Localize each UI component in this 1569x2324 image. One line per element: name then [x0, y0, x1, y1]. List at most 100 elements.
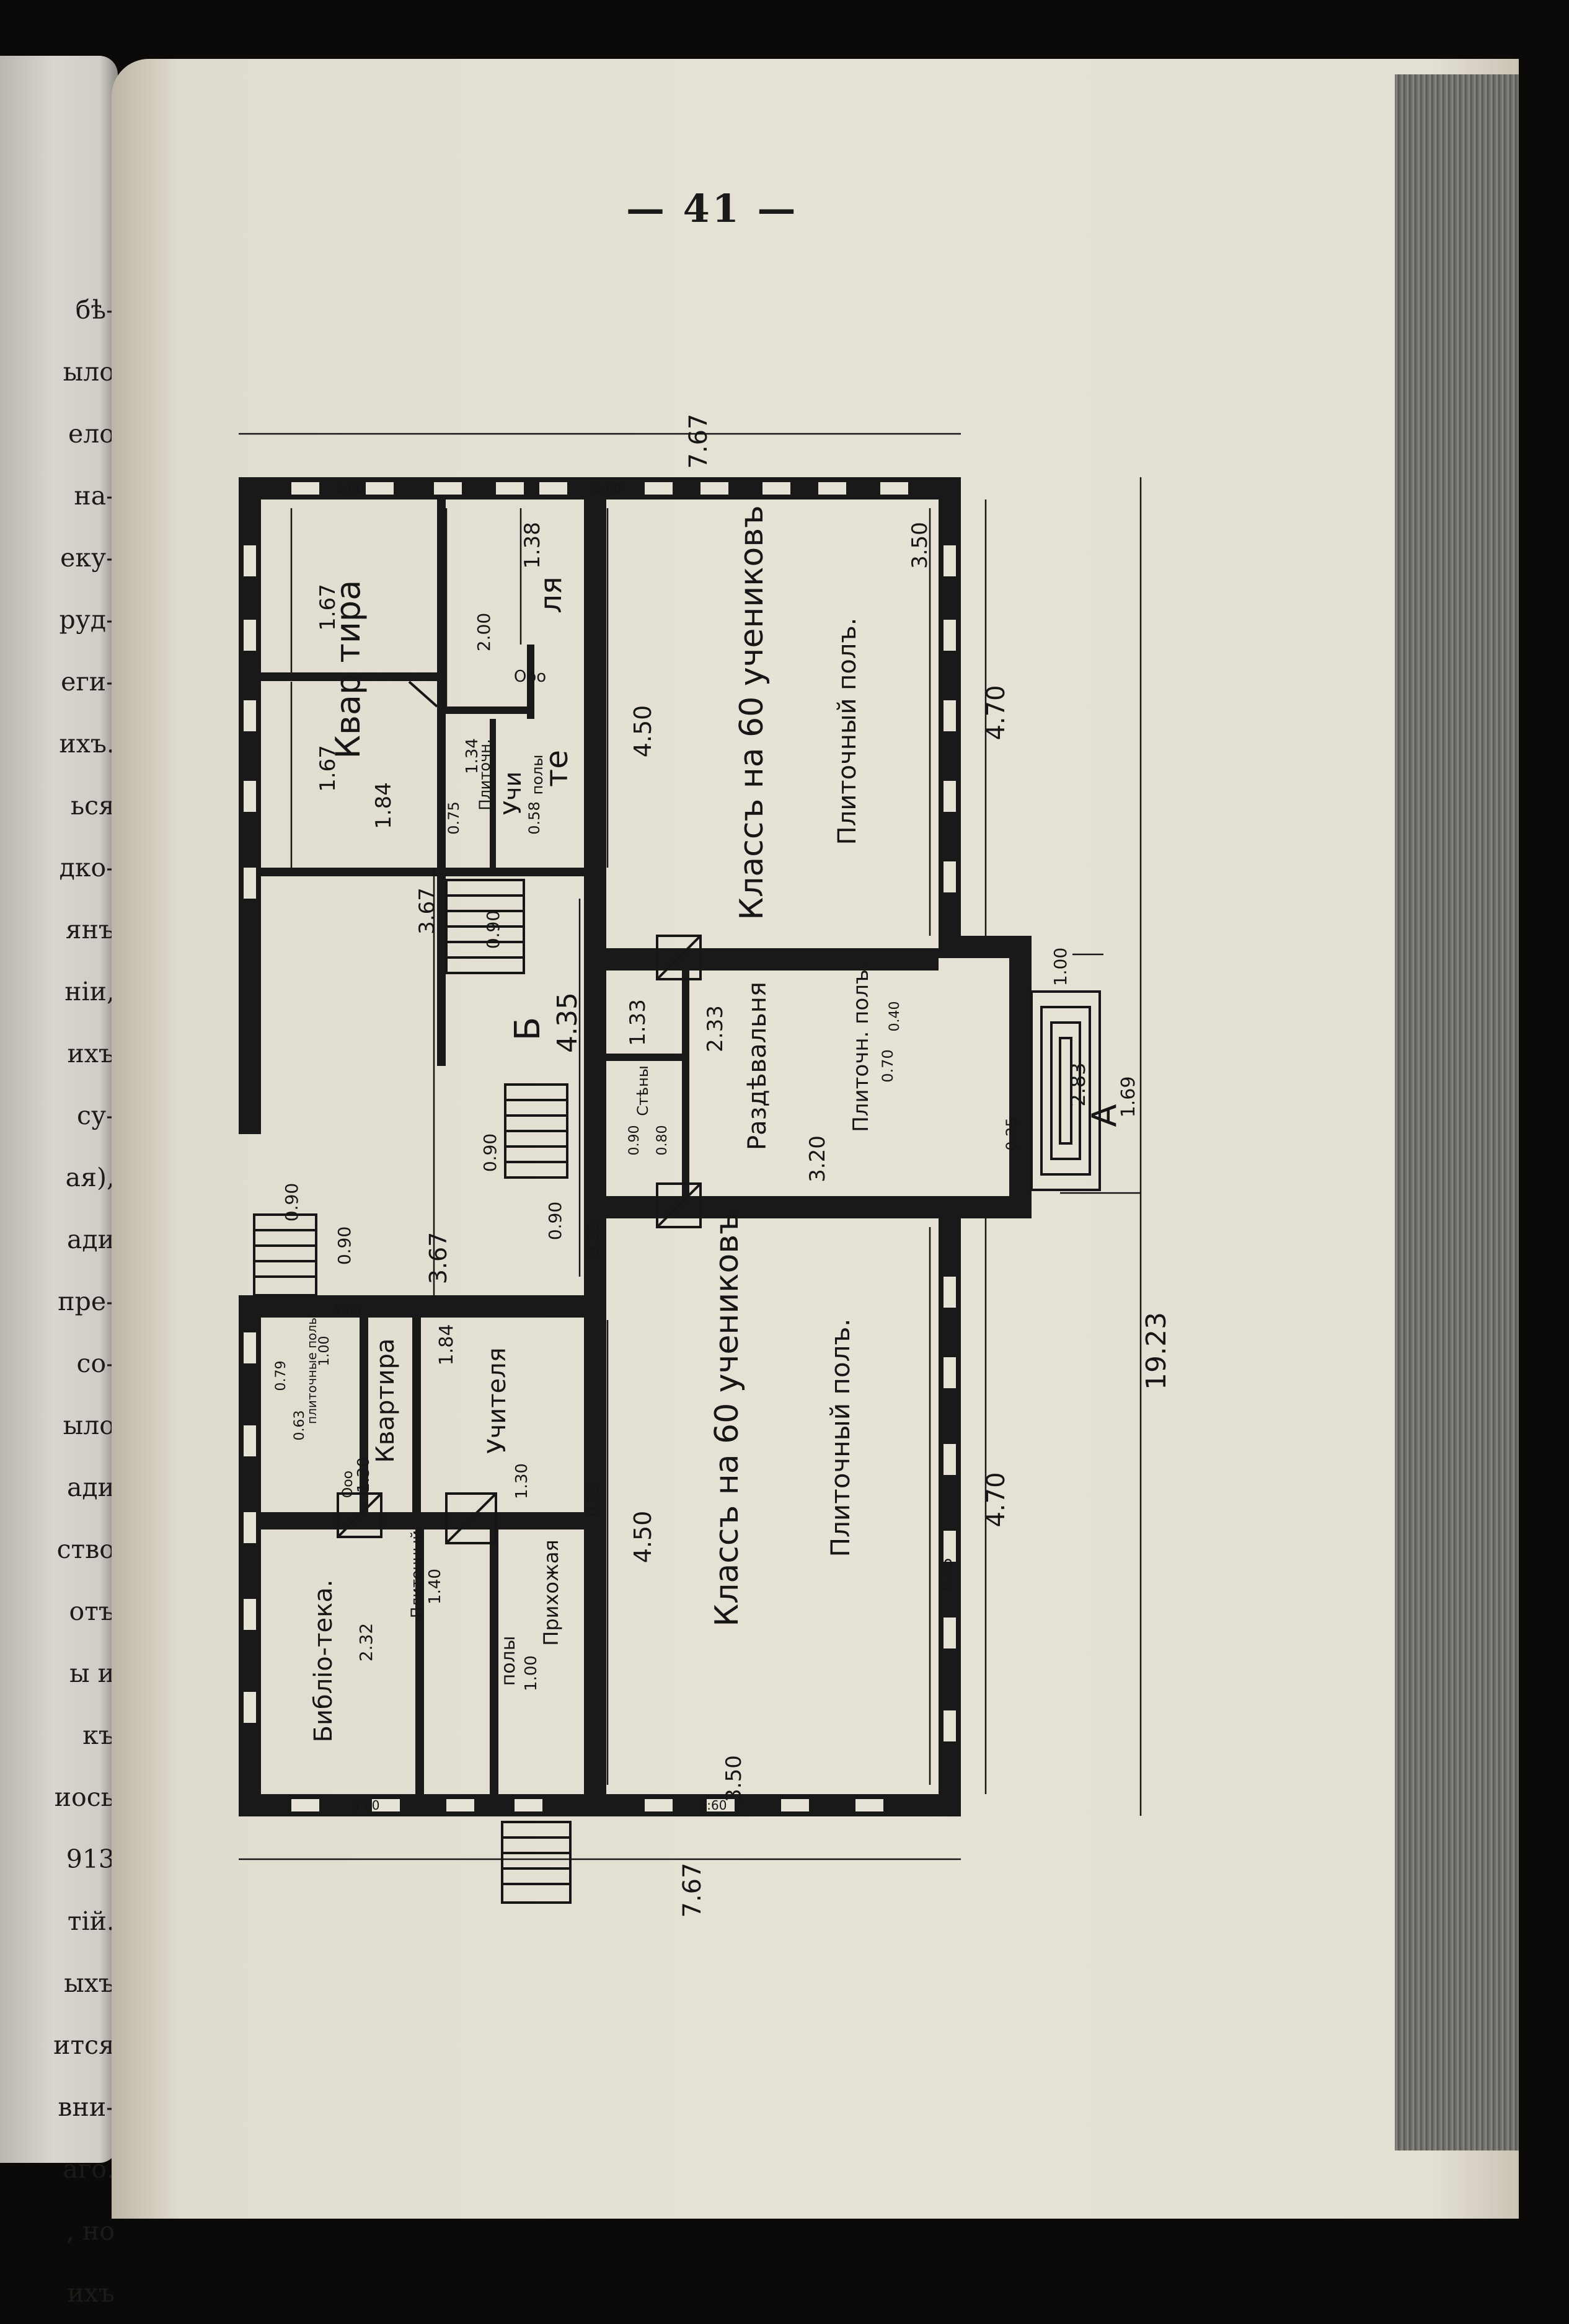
- dim-class-bottom-4-50: 4.50: [629, 1511, 656, 1564]
- left-page-line: ы и: [69, 1658, 115, 1688]
- left-page-line: ство: [56, 1534, 115, 1564]
- left-page-line: ади: [66, 1225, 115, 1254]
- wall-right-middle: [1009, 936, 1032, 1215]
- label-steny: Стѣны: [634, 1065, 652, 1116]
- left-page-line: 913: [66, 1844, 115, 1874]
- dim-2-32: 2.32: [356, 1623, 376, 1662]
- page-number: — 41 —: [626, 186, 798, 231]
- left-page-line: ься: [70, 791, 115, 821]
- dim-1-40: 1.40: [426, 1569, 444, 1604]
- label-window-a: 5:60: [337, 481, 365, 496]
- left-page-line: отъ: [69, 1596, 115, 1626]
- dim-0-70: 0.70: [879, 1049, 896, 1082]
- label-poly-b: полы: [498, 1636, 519, 1686]
- left-page-line: на-: [74, 481, 115, 511]
- label-plitochnye-poly: плиточные полы: [304, 1315, 319, 1424]
- left-page-line: ихъ: [67, 1039, 115, 1068]
- page-edges: [1395, 74, 1519, 2150]
- dim-1-30-a: 1.30: [355, 1457, 373, 1493]
- left-page-line: ится: [53, 2030, 115, 2060]
- outer-walls: [239, 477, 1032, 1816]
- dim-0-25-c: 0.25: [938, 1557, 955, 1590]
- label-a: А: [1085, 1104, 1124, 1127]
- label-ooo-b: Ооо: [340, 1471, 356, 1498]
- dim-3-67-top: 3.67: [415, 887, 440, 935]
- label-uchitelya: Учителя: [483, 1347, 511, 1454]
- left-page-line: вни-: [58, 2092, 115, 2122]
- wall-left-lower: [239, 1295, 261, 1816]
- left-page-line: ыхъ: [64, 1968, 115, 1998]
- floor-plan: 7.67 7.67 19.23 4.70 4.70 4.35 3.67 3.67…: [239, 413, 1172, 1918]
- left-page-line: ніи,: [64, 977, 115, 1006]
- label-kvartira-top: Квар тира: [329, 580, 368, 759]
- left-page-line: дко-: [59, 853, 115, 883]
- left-page-line: руд-: [59, 605, 115, 635]
- label-window-b: 5:60: [594, 481, 622, 496]
- left-page-line: ади: [66, 1472, 115, 1502]
- dim-right-top: 4.70: [982, 685, 1010, 740]
- left-page-line: къ: [82, 1720, 115, 1750]
- dim-1-84-b: 1.84: [436, 1324, 457, 1366]
- dim-0-80: 0.80: [655, 1125, 670, 1156]
- left-page-line: пре-: [58, 1287, 115, 1316]
- dim-1-30-b: 1.30: [513, 1463, 531, 1499]
- label-kvartira-bottom: Квартира: [371, 1338, 400, 1463]
- label-poly-small: полы: [529, 755, 546, 795]
- windows-top: [291, 482, 908, 495]
- dim-0-58: 0.58: [526, 801, 543, 834]
- left-page-line: аго.: [63, 2154, 115, 2184]
- dim-1-00-b: 1.00: [522, 1655, 541, 1691]
- label-lya: ля: [534, 576, 568, 614]
- dim-class-top-4-50: 4.50: [629, 705, 656, 758]
- dim-1-69: 1.69: [1118, 1076, 1139, 1118]
- windows-left: [244, 545, 256, 1723]
- inner-walls-upper: [261, 500, 939, 1218]
- dim-0-25-d: 0.25: [1003, 1117, 1020, 1150]
- left-page-line: еку-: [60, 543, 115, 573]
- dim-left-middle: 4.35: [552, 992, 583, 1053]
- dim-2-83: 2.83: [1066, 1062, 1090, 1106]
- left-page-line: иось: [54, 1782, 115, 1812]
- left-page-line: ихъ: [67, 2278, 115, 2308]
- label-plitochny-small: Плиточный: [408, 1530, 425, 1618]
- dim-class-top-3-50: 3.50: [908, 522, 932, 569]
- left-page-line: ыло: [63, 1411, 115, 1440]
- dim-0-90-f: 0.90: [627, 1125, 642, 1156]
- left-page-line: су-: [77, 1101, 115, 1130]
- dim-2-33: 2.33: [703, 1005, 728, 1052]
- dim-1-00: 1.00: [1050, 948, 1071, 986]
- dim-right-bottom: 4.70: [982, 1472, 1010, 1527]
- dim-0-90-a: 0.90: [483, 910, 503, 949]
- dim-right-total: 19.23: [1141, 1312, 1172, 1390]
- left-page-line: янъ: [65, 915, 115, 944]
- label-plitochny-pol-bottom: Плиточный полъ.: [825, 1319, 855, 1557]
- dim-1-84: 1.84: [371, 782, 396, 829]
- dim-1-38: 1.38: [520, 522, 545, 569]
- left-page-line: ая),: [65, 1163, 115, 1192]
- dim-0-75: 0.75: [445, 801, 462, 834]
- windows-right: [944, 545, 956, 1741]
- room-labels: Квар тира ля те Учи Плиточн. полы Ооо Кл…: [304, 481, 1124, 1813]
- hatched-wall: [261, 672, 437, 681]
- dimension-labels: 7.67 7.67 19.23 4.70 4.70 4.35 3.67 3.67…: [273, 413, 1172, 1917]
- dim-0-90-d: 0.90: [480, 1133, 500, 1172]
- dim-1-67-a: 1.67: [316, 584, 340, 631]
- label-plitochn-small: Плиточн.: [476, 739, 493, 810]
- label-plitochny-pol-top: Плиточный полъ.: [833, 618, 862, 845]
- dim-0-79: 0.79: [273, 1361, 289, 1391]
- label-window-c: 5:60: [334, 1302, 361, 1317]
- label-class-bottom: Классъ на 60 учениковъ: [709, 1212, 746, 1626]
- label-ooo-a: Ооо: [514, 667, 546, 686]
- label-window-e: 5:60: [699, 1798, 727, 1813]
- dim-top-width: 7.67: [684, 413, 713, 469]
- dim-0-90-e: 0.90: [545, 1202, 565, 1240]
- label-uchi: Учи: [499, 772, 526, 815]
- label-window-d: 5:60: [352, 1798, 380, 1813]
- left-page-line: со-: [76, 1349, 115, 1378]
- left-page-line: ыло: [63, 357, 115, 387]
- label-razdevalnya: Раздѣвальня: [743, 982, 772, 1150]
- dim-0-90-b: 0.90: [281, 1183, 302, 1221]
- dim-0-63: 0.63: [292, 1411, 307, 1441]
